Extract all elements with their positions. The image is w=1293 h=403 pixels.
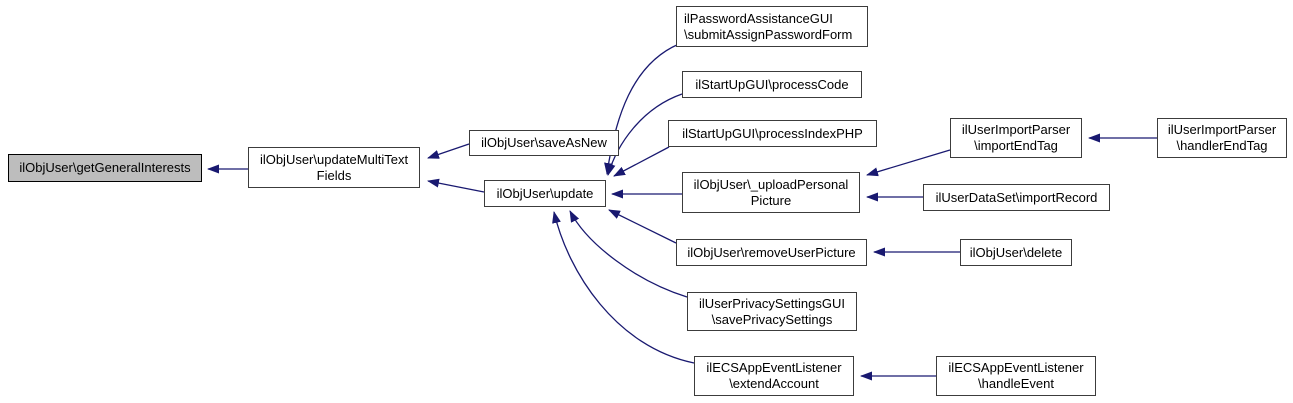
node-label: ilUserImportParser xyxy=(961,122,1071,137)
node-label: ilECSAppEventListener xyxy=(948,360,1084,375)
node-ilecsappeventlistener-extendaccount[interactable]: ilECSAppEventListener \extendAccount xyxy=(694,356,854,396)
node-label: Picture xyxy=(750,192,792,208)
node-label: ilObjUser\delete xyxy=(969,244,1063,260)
node-ilobjuser-uploadpersonalpicture[interactable]: ilObjUser\_uploadPersonal Picture xyxy=(682,172,860,213)
edge-extendaccount-update xyxy=(552,211,695,364)
node-ilobjuser-saveasnew[interactable]: ilObjUser\saveAsNew xyxy=(469,130,619,156)
node-label: \importEndTag xyxy=(974,138,1058,153)
node-label: ilObjUser\removeUserPicture xyxy=(687,244,856,260)
edge-saveasnew-updatemultitextfields xyxy=(427,143,470,159)
node-ilpasswordassistancegui-submitassignpasswordform[interactable]: ilPasswordAssistanceGUI \submitAssignPas… xyxy=(676,6,868,47)
edge-removeuserpicture-update xyxy=(608,209,677,244)
node-label: ilObjUser\getGeneralInterests xyxy=(19,160,191,175)
node-label: \savePrivacySettings xyxy=(711,311,833,327)
node-ilobjuser-delete[interactable]: ilObjUser\delete xyxy=(960,239,1072,266)
edge-importendtag-uploadpersonalpicture xyxy=(866,149,951,177)
node-ilobjuser-updatemultitextfields[interactable]: ilObjUser\updateMultiText Fields xyxy=(248,147,420,188)
node-ilecsappeventlistener-handleevent[interactable]: ilECSAppEventListener \handleEvent xyxy=(936,356,1096,396)
node-label: \handleEvent xyxy=(978,376,1054,391)
edge-saveprivacysettings-update xyxy=(569,210,688,298)
node-label: \extendAccount xyxy=(729,376,819,391)
node-iluserprivacysettingsgui-saveprivacysettings[interactable]: ilUserPrivacySettingsGUI \savePrivacySet… xyxy=(687,292,857,331)
node-ilobjuser-removeuserpicture[interactable]: ilObjUser\removeUserPicture xyxy=(676,239,867,266)
node-iluserimportparser-handlerendtag[interactable]: ilUserImportParser \handlerEndTag xyxy=(1157,118,1287,158)
node-iluserdataset-importrecord[interactable]: ilUserDataSet\importRecord xyxy=(923,184,1110,211)
node-label: ilUserImportParser xyxy=(1167,122,1277,137)
node-ilstartupgui-processindexphp[interactable]: ilStartUpGUI\processIndexPHP xyxy=(668,120,877,147)
node-label: \submitAssignPasswordForm xyxy=(684,26,853,42)
node-label: ilObjUser\update xyxy=(496,185,594,201)
node-ilstartupgui-processcode[interactable]: ilStartUpGUI\processCode xyxy=(682,71,862,98)
node-label: ilECSAppEventListener xyxy=(706,360,842,375)
node-label: ilUserDataSet\importRecord xyxy=(935,189,1098,205)
node-label: ilUserPrivacySettingsGUI xyxy=(699,295,845,311)
edge-processindexphp-update xyxy=(613,146,670,177)
node-ilobjuser-update[interactable]: ilObjUser\update xyxy=(484,180,606,207)
node-label: ilStartUpGUI\processCode xyxy=(695,76,849,92)
node-label: ilObjUser\updateMultiText xyxy=(259,151,409,167)
node-ilobjuser-getgeneralinterests[interactable]: ilObjUser\getGeneralInterests xyxy=(8,154,202,182)
edge-update-updatemultitextfields xyxy=(427,178,485,193)
node-label: \handlerEndTag xyxy=(1176,138,1268,153)
node-label: ilStartUpGUI\processIndexPHP xyxy=(682,125,863,141)
node-label: ilObjUser\saveAsNew xyxy=(481,135,607,150)
node-label: ilPasswordAssistanceGUI xyxy=(684,10,833,26)
node-label: Fields xyxy=(316,167,352,183)
node-label: ilObjUser\_uploadPersonal xyxy=(693,176,849,192)
node-iluserimportparser-importendtag[interactable]: ilUserImportParser \importEndTag xyxy=(950,118,1082,158)
